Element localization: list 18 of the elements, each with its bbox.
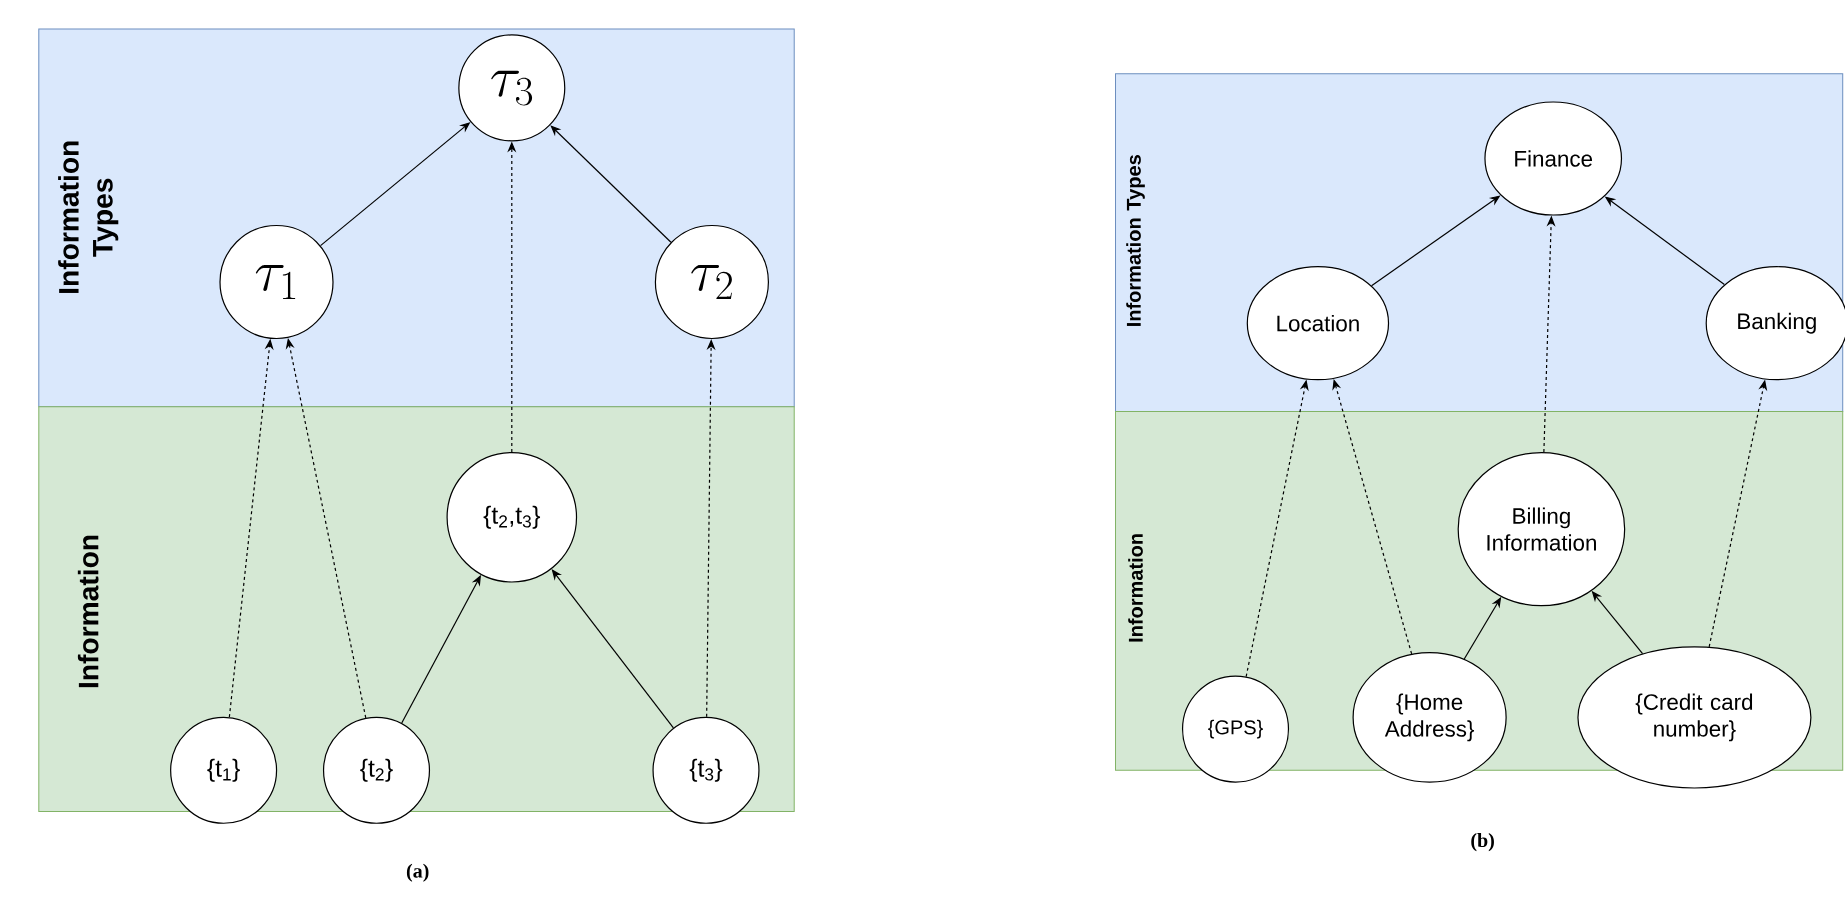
ellipse-node: Location — [1246, 266, 1390, 381]
ellipse-node: Finance — [1484, 101, 1623, 216]
arrow — [550, 125, 672, 243]
ellipse-node: Billing Information — [1457, 452, 1626, 607]
ellipse-node: {Home Address} — [1352, 652, 1507, 783]
panel-caption: (a) — [406, 863, 429, 882]
arrow — [551, 569, 674, 729]
circle-node: {GPS} — [1181, 675, 1290, 783]
circle-node: $\tau_1$ — [219, 224, 334, 340]
ellipse-node: {Credit card number} — [1577, 646, 1812, 789]
circle-node: $\tau_3$ — [458, 34, 566, 142]
circle-node: {t$_{2}$,t$_{3}$} — [446, 452, 578, 583]
circle-node: $\tau_2$ — [654, 224, 769, 340]
circle-node: {t$_{2}$} — [322, 716, 431, 824]
ellipse-node: Banking — [1705, 266, 1845, 381]
panel-caption: (b) — [1471, 833, 1494, 852]
circle-node: {t$_{3}$} — [652, 716, 760, 824]
circle-node: {t$_{1}$} — [170, 716, 278, 824]
